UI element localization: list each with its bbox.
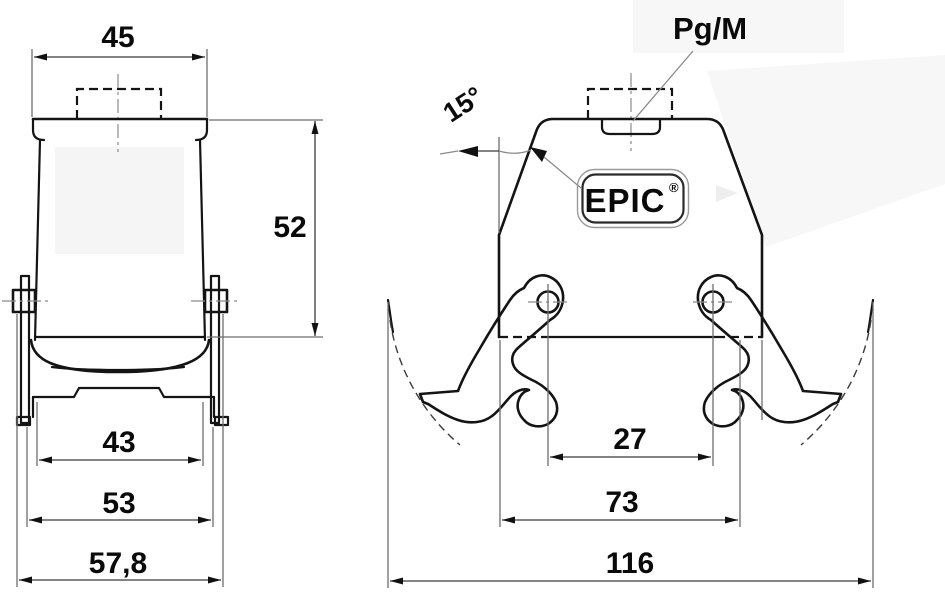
dim-52-label: 52 — [273, 211, 306, 244]
dim-43-label: 43 — [102, 426, 135, 459]
top-flange-right — [194, 117, 209, 142]
dimension-15deg: 15° — [438, 81, 582, 233]
swing-arc-right — [800, 319, 872, 446]
lever-bowl — [29, 338, 211, 374]
dim-45-label: 45 — [101, 21, 134, 54]
lever-bowl-inner — [50, 365, 186, 372]
lever-left — [418, 274, 565, 428]
registered-mark: ® — [669, 180, 679, 195]
watermark-block — [633, 0, 844, 53]
swing-arc-left — [389, 319, 461, 446]
cable-entry-callout: Pg/M — [632, 11, 747, 122]
dimension-43: 43 — [36, 402, 204, 466]
lever-right — [696, 274, 843, 428]
dim-116-label: 116 — [606, 547, 654, 580]
bottom-flange — [31, 386, 216, 399]
lever-arm-left — [19, 274, 31, 425]
cable-entry-hidden-outline — [75, 87, 163, 119]
angle-arrow-left — [458, 146, 478, 157]
dim-53-label: 53 — [102, 487, 135, 520]
cable-entry-label: Pg/M — [673, 11, 747, 46]
entry-notch — [600, 117, 662, 136]
cable-entry-hidden-outline-front — [586, 87, 674, 119]
foot-right — [213, 415, 230, 427]
dim-57-8-label: 57,8 — [89, 547, 147, 580]
epic-logo: EPIC ® — [576, 168, 690, 229]
housing-outline — [497, 117, 764, 339]
top-flange-left — [31, 117, 46, 142]
watermark-triangle — [716, 185, 738, 202]
cable-entry-leader — [632, 50, 694, 122]
label-panel — [55, 147, 184, 254]
dimension-73: 73 — [499, 340, 763, 527]
epic-logo-inner-border — [581, 173, 685, 224]
dimension-45: 45 — [31, 21, 208, 117]
watermark-polygon — [707, 55, 945, 247]
side-view: 45 52 43 53 57,8 — [2, 21, 323, 587]
angle-arc — [498, 149, 532, 154]
angle-arrow-right — [530, 147, 547, 162]
dimension-57-8: 57,8 — [16, 314, 224, 587]
dimension-52: 52 — [207, 119, 323, 338]
watermark — [633, 0, 945, 247]
angle-label: 15° — [438, 81, 489, 128]
epic-logo-outer-border — [576, 168, 690, 229]
dimension-27: 27 — [547, 284, 714, 466]
front-view: Pg/M EPIC ® 15° — [386, 11, 875, 588]
epic-logo-text: EPIC — [584, 182, 665, 219]
dimension-116: 116 — [387, 302, 874, 588]
dim-73-label: 73 — [605, 486, 638, 519]
dimension-53: 53 — [26, 427, 214, 527]
dim-27-label: 27 — [613, 423, 646, 456]
angle-leader — [543, 156, 582, 189]
